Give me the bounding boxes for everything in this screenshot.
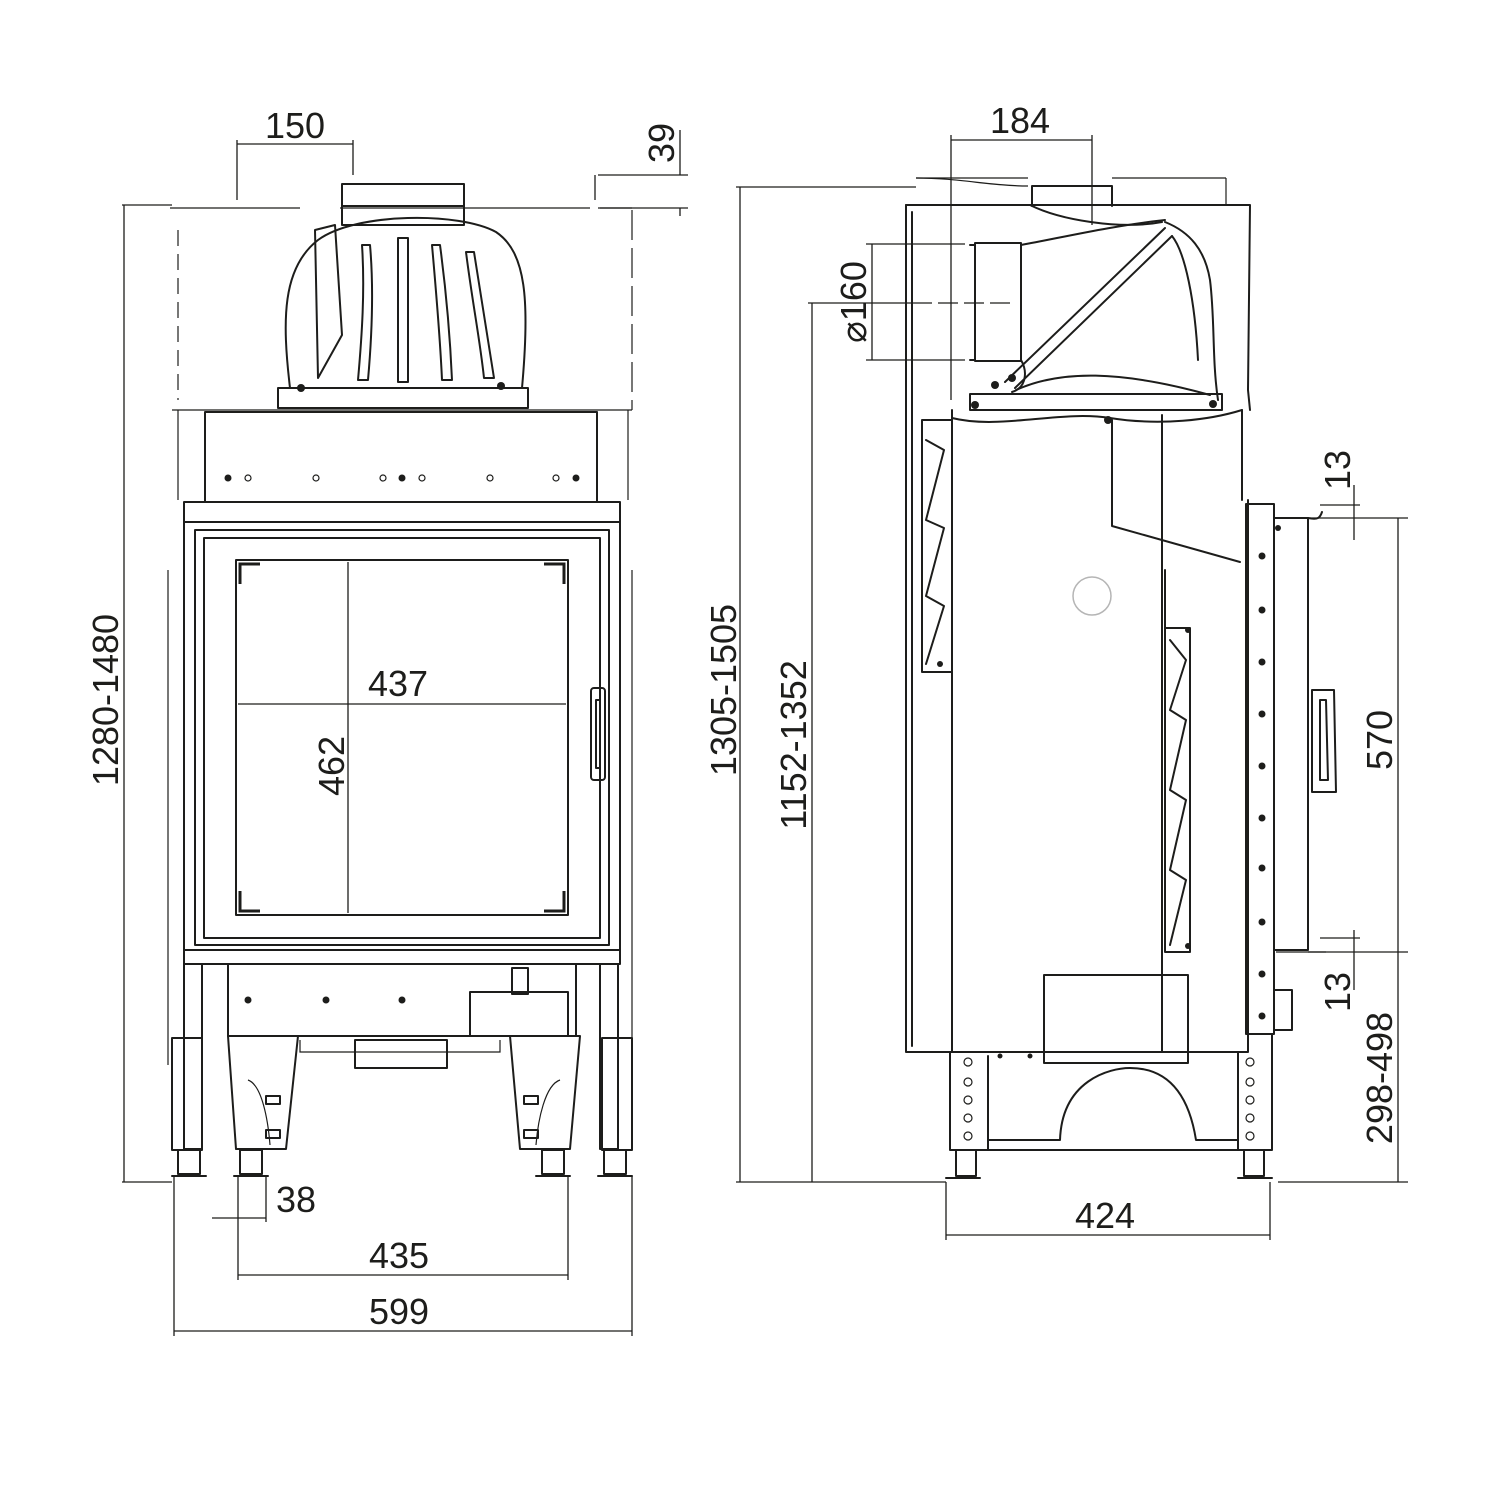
front-housing-outline (167, 207, 633, 1065)
side-base (945, 1033, 1273, 1179)
side-inner-circle (1072, 576, 1112, 616)
front-base (171, 963, 633, 1177)
front-view (122, 130, 688, 1336)
dim-outlet-diameter: ⌀160 (833, 261, 874, 343)
dim-outlet-depth: 184 (990, 100, 1050, 141)
dim-leg-spacing: 435 (369, 1235, 429, 1276)
front-upper-panel (204, 411, 598, 503)
dim-front-total-height: 1280-1480 (85, 614, 126, 786)
side-housing (905, 177, 1251, 1053)
dim-front-total-width: 599 (369, 1291, 429, 1332)
dim-door-base-height: 298-498 (1359, 1012, 1400, 1144)
dim-top-offset: 39 (641, 123, 682, 163)
side-dimension-labels: 184 ⌀160 1305-1505 1152-1352 13 570 13 2… (703, 100, 1400, 1236)
front-dimension-labels: 150 39 1280-1480 437 462 38 435 599 (85, 105, 682, 1332)
dim-door-top-gap: 13 (1317, 450, 1358, 490)
side-dimensions (736, 135, 1408, 1240)
front-dimensions (122, 130, 688, 1336)
side-view (736, 135, 1408, 1240)
dim-foot-width: 38 (276, 1179, 316, 1220)
side-fins-left (921, 419, 953, 673)
side-ash-box (1043, 974, 1189, 1064)
side-fins-right (1164, 569, 1191, 953)
dim-door-bottom-gap: 13 (1317, 972, 1358, 1012)
dim-outlet-width: 150 (265, 105, 325, 146)
dim-outlet-height: 1152-1352 (773, 660, 814, 830)
dim-glass-height: 462 (311, 736, 352, 796)
side-door (1245, 503, 1337, 1035)
dim-door-height: 570 (1359, 710, 1400, 770)
dim-side-total-depth: 424 (1075, 1195, 1135, 1236)
dim-glass-width: 437 (368, 663, 428, 704)
side-flue (969, 185, 1241, 563)
front-door (183, 501, 621, 965)
exchanger-dome (277, 183, 529, 409)
dim-side-total-height: 1305-1505 (703, 604, 744, 776)
